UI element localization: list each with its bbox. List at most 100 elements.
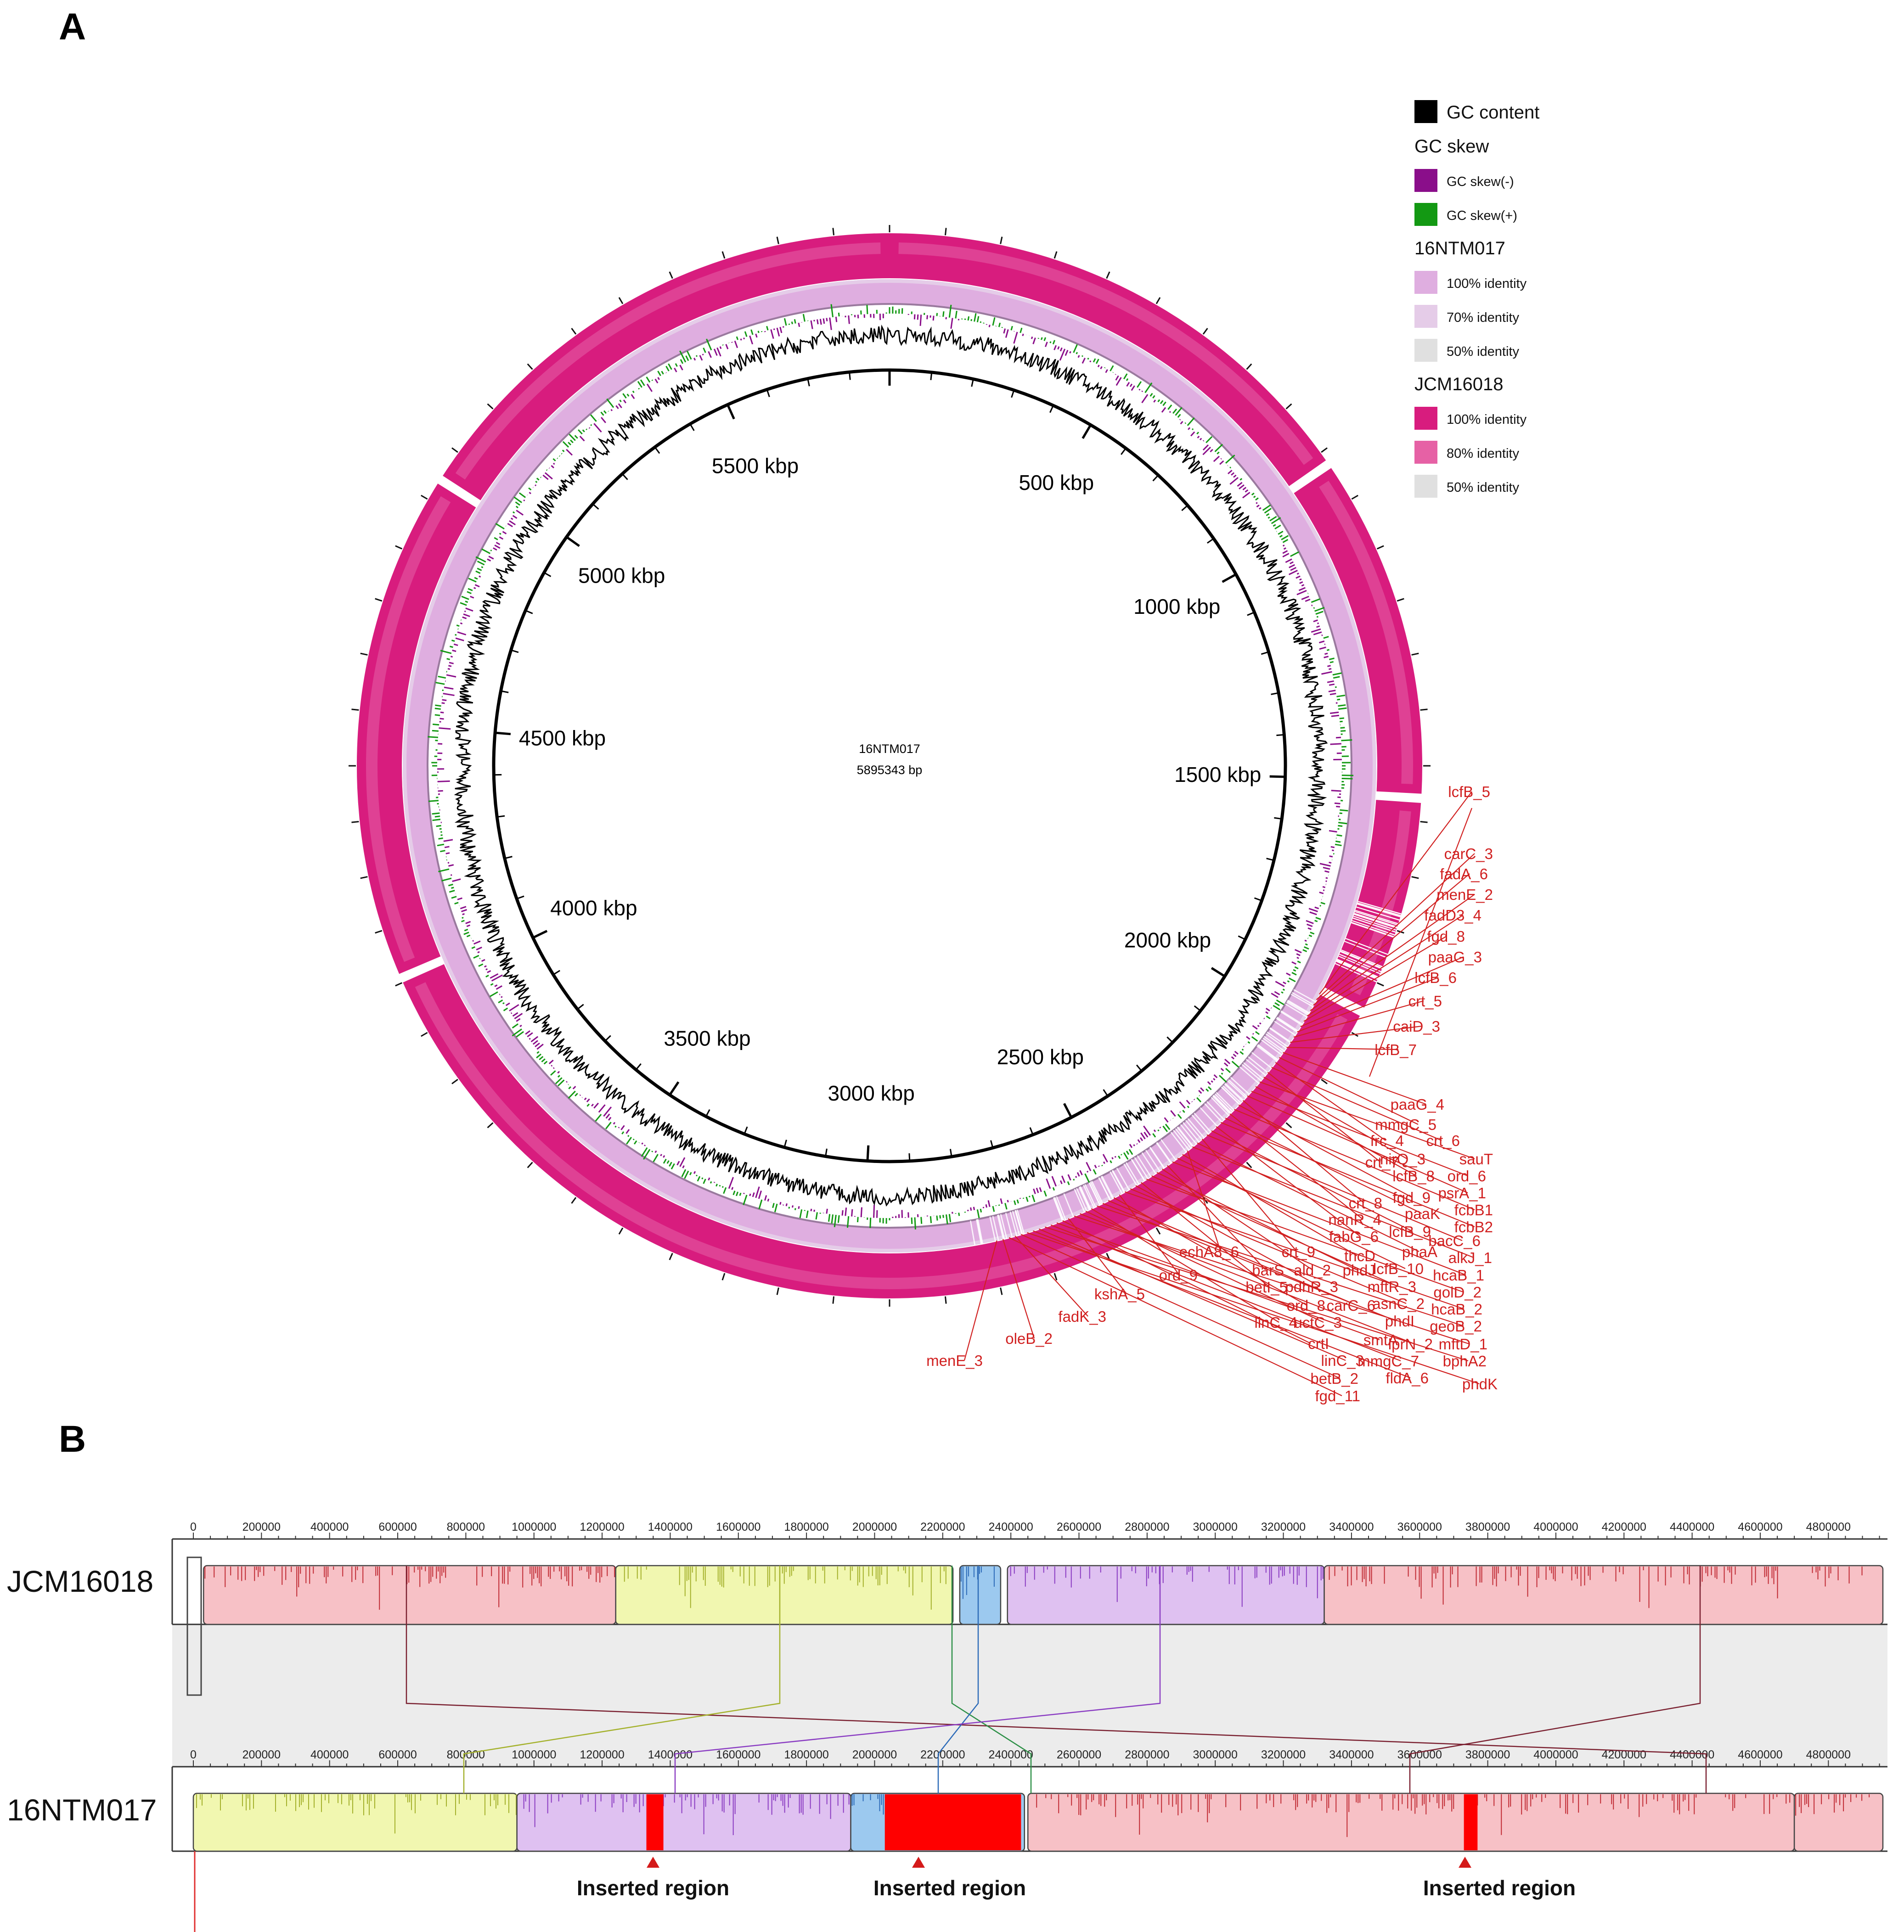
gene-label: betB_2 (1310, 1370, 1358, 1387)
gc-skew-bar (476, 946, 482, 951)
gc-skew-bar (1302, 949, 1307, 952)
gc-skew-bar (1319, 863, 1331, 867)
gc-skew-bar (1253, 495, 1256, 498)
gc-skew-bar (451, 887, 454, 889)
gc-skew-bar (1186, 1100, 1191, 1105)
backbone-tick (1266, 858, 1274, 861)
ntm-ring-gap (1149, 1147, 1165, 1168)
gc-skew-bar (1267, 516, 1270, 519)
gene-label: crt_8 (1349, 1195, 1382, 1212)
gc-skew-bar (532, 1040, 538, 1045)
kbp-label: 5500 kbp (712, 454, 799, 478)
gc-skew-bar (1282, 545, 1285, 547)
gc-skew-bar (548, 1059, 554, 1064)
gene-leader-line (1080, 1213, 1415, 1345)
ntm-ring-gap (1230, 1077, 1250, 1095)
gene-label: nirQ_3 (1380, 1151, 1425, 1168)
gc-skew-bar (736, 336, 738, 340)
gc-skew-bar (530, 1036, 539, 1043)
backbone-tick (516, 895, 524, 900)
kbp-label: 3500 kbp (664, 1027, 750, 1050)
axis-tick-label: 600000 (378, 1521, 417, 1533)
gc-skew-bar (1231, 1056, 1235, 1060)
gc-skew-bar (1329, 683, 1335, 686)
gc-skew-bar (457, 897, 462, 900)
ntm-ring-gap (1100, 1176, 1113, 1199)
inserted-region (646, 1794, 664, 1850)
gc-skew-bar (663, 1155, 665, 1158)
legend-swatch-gc-content (1414, 100, 1437, 123)
backbone-tick (1181, 505, 1189, 511)
ntm017-lcb-blocks (192, 1792, 1884, 1852)
ntm-ring-gap (1185, 1120, 1202, 1140)
gc-skew-bar (970, 319, 973, 321)
lcb-block (192, 1792, 518, 1852)
gene-label: fabG_6 (1329, 1228, 1379, 1245)
gc-skew-bar (1256, 502, 1258, 504)
gc-skew-bar (641, 1147, 648, 1157)
gene-label: menE_3 (926, 1352, 983, 1369)
gene-label: linC_4 (1254, 1314, 1297, 1331)
gc-skew-bar (575, 1093, 578, 1097)
lcb-connector (674, 1566, 1161, 1793)
gc-skew-bar (1291, 961, 1296, 965)
lcb-connector-lines (406, 1566, 1707, 1793)
gene-label: bphA2 (1443, 1353, 1487, 1370)
gc-skew-bar (502, 1002, 505, 1005)
gc-skew-bar (490, 983, 494, 986)
gc-skew-bar (1202, 446, 1211, 455)
gc-skew-bar (1093, 358, 1096, 363)
gc-skew-bar (464, 610, 466, 612)
gc-skew-bar (1180, 421, 1183, 425)
gc-skew-bar (1329, 668, 1332, 670)
gc-skew-bar (462, 616, 467, 619)
backbone-tick (577, 1004, 584, 1010)
gc-skew-bar (582, 429, 585, 432)
gc-skew-bar (439, 727, 451, 730)
backbone-tick (552, 970, 560, 976)
gc-skew-bar (498, 999, 503, 1004)
gene-label: crt_9 (1282, 1243, 1315, 1260)
backbone-tick (1206, 538, 1214, 544)
gc-skew-bar (1013, 331, 1018, 344)
backbone-tick (1269, 775, 1285, 778)
gc-skew-bar (1182, 1110, 1185, 1113)
gc-skew-bar (837, 1215, 840, 1223)
axis-tick-label: 1200000 (580, 1748, 624, 1761)
legend-gc-content: GC content (1447, 102, 1539, 123)
gc-skew-bar (657, 371, 661, 376)
gc-skew-bar (772, 1202, 775, 1208)
ntm-ring-gap (1145, 1150, 1160, 1171)
ntm-ring-gap (1286, 1001, 1308, 1016)
gc-skew-bar (1102, 1154, 1108, 1163)
gene-label: frc_4 (1370, 1132, 1404, 1149)
gc-skew-bar (621, 1131, 625, 1134)
gc-skew-bar (950, 318, 953, 329)
jcm-ring-gap (1352, 917, 1396, 933)
ntm-ring-gap (1214, 1093, 1233, 1112)
gc-skew-bar (776, 327, 780, 337)
gene-label: ald_2 (1294, 1262, 1331, 1279)
gene-leader-line (1251, 1090, 1468, 1177)
gc-skew-bar (1057, 346, 1060, 350)
backbone-tick (1049, 405, 1054, 413)
gene-label: caiD_3 (1393, 1018, 1440, 1035)
gc-skew-bar (1329, 855, 1333, 858)
gc-skew-bar (1341, 775, 1354, 776)
gc-skew-bar (1336, 834, 1342, 837)
outer-ring-tick (1246, 363, 1252, 370)
backbone-tick (689, 423, 695, 431)
gc-skew-bar (1283, 981, 1286, 984)
outer-ring-tick (395, 982, 403, 987)
gc-skew-bar (494, 537, 498, 540)
gc-skew-bar (1084, 1173, 1090, 1183)
gc-skew-bar (1076, 1172, 1080, 1177)
gc-skew-bar (939, 1215, 941, 1219)
gc-skew-bar (1221, 1073, 1223, 1075)
jcm-ring-gap (1340, 951, 1382, 970)
gene-label: asnC_2 (1372, 1295, 1425, 1312)
gc-skew-bar (1167, 404, 1172, 410)
gc-skew-bar (529, 492, 531, 494)
outer-ring-tick (527, 1162, 533, 1168)
